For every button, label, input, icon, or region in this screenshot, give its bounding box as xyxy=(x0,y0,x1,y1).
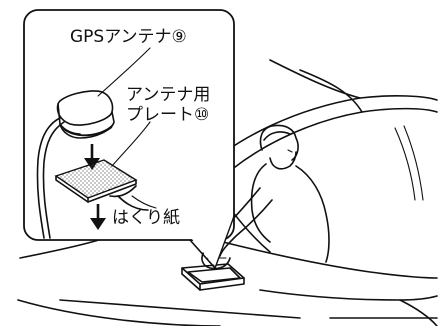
release-paper-label: はくり紙 xyxy=(112,208,180,228)
plate-leader-line xyxy=(111,121,151,167)
plate-label-line2: プレート⑩ xyxy=(126,105,209,125)
windshield-frame xyxy=(199,95,438,173)
antenna-plate-illustration xyxy=(54,159,138,203)
gps-leader-line xyxy=(97,47,151,97)
inset-panel xyxy=(23,9,235,269)
arrow-down-icon xyxy=(90,204,106,230)
release-paper-illustration xyxy=(109,185,157,211)
plate-label-line1: アンテナ用 xyxy=(126,85,210,105)
gps-antenna-illustration xyxy=(36,90,115,239)
gps-antenna-label: GPSアンテナ⑨ xyxy=(70,27,187,47)
